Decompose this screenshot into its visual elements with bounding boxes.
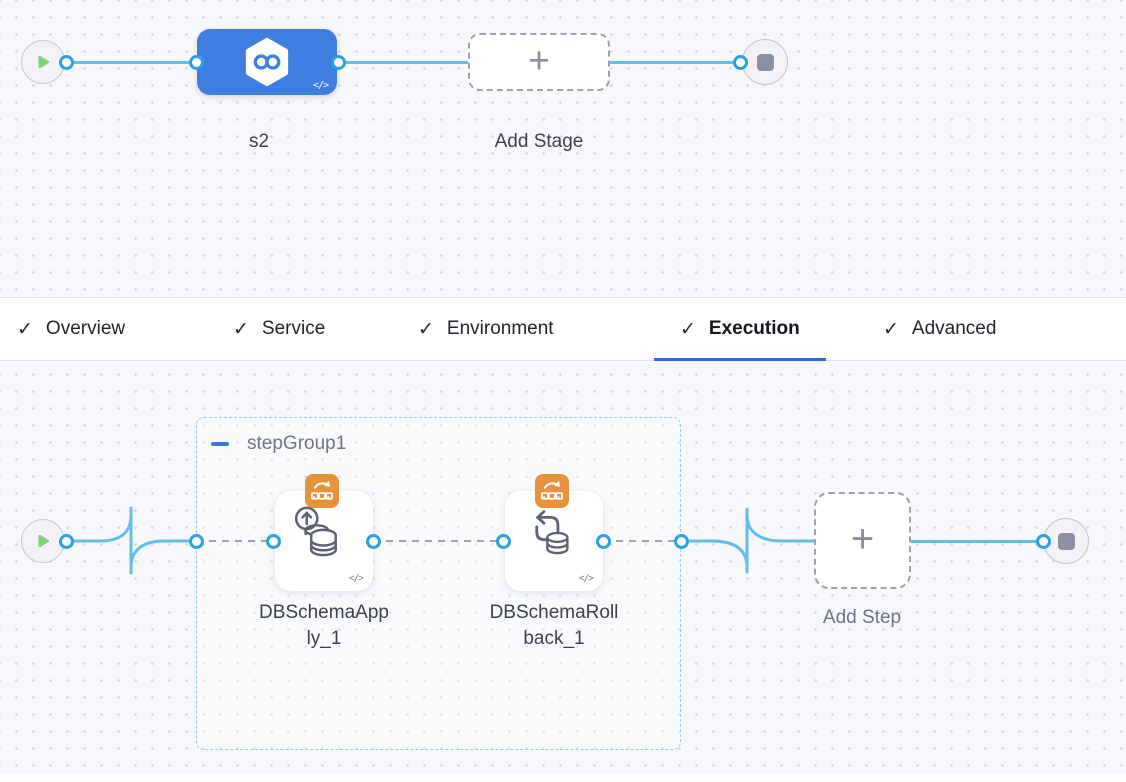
port [673,533,689,549]
connector-line [609,60,741,64]
check-icon: ✓ [233,318,249,340]
dashed-connector [373,539,503,543]
port [330,54,346,70]
minus-icon [211,442,229,446]
port [188,54,204,70]
tab-overview[interactable]: ✓ Overview [0,298,151,360]
stop-icon [1057,532,1075,550]
stop-icon [756,53,774,71]
fork-connector [681,507,814,574]
check-icon: ✓ [680,318,696,340]
yaml-code-icon: </> [578,573,594,584]
tab-label: Service [261,318,326,339]
canvas-bottom-edge [0,774,1126,782]
port [1035,533,1051,549]
dashed-connector [603,539,681,543]
db-schema-apply-icon [294,506,337,557]
port [188,533,204,549]
step-group-label: stepGroup1 [247,433,347,454]
check-icon: ✓ [17,318,33,340]
port [365,533,381,549]
stage-node-s2[interactable]: </> [197,29,337,95]
step-label: DBSchemaApply_1 [259,602,389,649]
port [58,54,74,70]
dashed-connector [196,539,273,543]
connector-line [66,60,197,64]
port [595,533,611,549]
step-label: DBSchemaRollback_1 [489,602,619,649]
add-step-button[interactable]: + [814,492,911,589]
tab-service[interactable]: ✓ Service [207,298,351,360]
stage-label: s2 [248,131,270,152]
fork-connector [66,506,196,575]
plus-icon: + [850,517,875,561]
port [265,533,281,549]
tab-advanced[interactable]: ✓ Advanced [857,298,1022,360]
active-tab-underline [654,358,826,361]
connector-line [910,539,1043,543]
yaml-code-icon: </> [348,573,364,584]
port [58,533,74,549]
pipeline-end-node [742,39,788,85]
stage-config-tabbar: ✓ Overview ✓ Service ✓ Environment ✓ Exe… [0,297,1126,361]
plus-icon: + [528,40,550,81]
tab-label: Environment [446,318,554,339]
check-icon: ✓ [883,318,899,340]
port [732,54,748,70]
tab-execution[interactable]: ✓ Execution [654,298,826,361]
execution-start-node [21,519,65,563]
connector-line [337,60,469,64]
add-stage-label: Add Stage [494,131,584,152]
db-schema-rollback-icon [535,510,569,555]
play-icon [38,55,49,69]
play-icon [38,534,49,548]
step-group-box[interactable] [196,417,681,750]
check-icon: ✓ [418,318,434,340]
tab-environment[interactable]: ✓ Environment [392,298,580,360]
step-category-badge-icon [305,474,339,508]
tab-label: Execution [708,318,800,339]
step-category-badge-icon [535,474,569,508]
tab-label: Overview [45,318,126,339]
add-step-label: Add Step [822,607,902,628]
collapse-step-group-button[interactable] [211,437,233,451]
cd-stage-icon [245,37,289,87]
yaml-code-icon: </> [312,80,329,91]
tab-label: Advanced [911,318,997,339]
add-stage-button[interactable]: + [468,33,610,91]
port [495,533,511,549]
